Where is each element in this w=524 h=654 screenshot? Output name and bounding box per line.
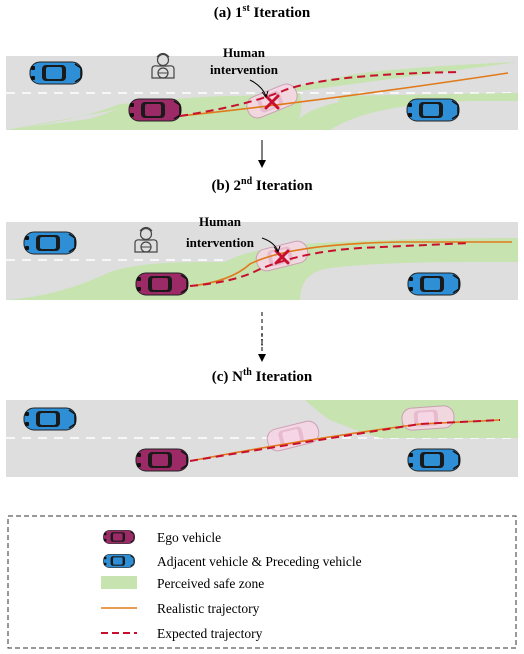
panel-a-ego-vehicle-icon xyxy=(128,98,182,122)
panel-b-title: (b) 2nd Iteration xyxy=(211,176,313,194)
legend-ego-car-icon xyxy=(102,529,136,545)
panel-a-intervention-mark-icon xyxy=(264,94,280,110)
panel-b-annotation-arrow xyxy=(261,237,279,252)
panel-a-expected-trajectory xyxy=(179,71,461,117)
panel-a-annotation-arrow xyxy=(249,79,267,97)
panel-b-expected-trajectory xyxy=(189,242,471,287)
legend-label-safe-zone: Perceived safe zone xyxy=(157,576,264,591)
panel-b-intervention-mark-icon xyxy=(274,249,290,265)
panel-a-realistic-trajectory xyxy=(179,72,509,117)
legend-label-expected: Expected trajectory xyxy=(157,626,263,641)
panel-c-ghost-vehicle-2-icon xyxy=(400,404,456,432)
panel-b-adjacent-vehicle-icon xyxy=(23,231,77,255)
panel-b-annotation-line2: intervention xyxy=(186,235,255,250)
panel-a-safe-zone-right xyxy=(330,93,518,130)
panel-a-annotation-line2: intervention xyxy=(210,62,279,77)
legend-item-realistic: Realistic trajectory xyxy=(101,601,260,616)
legend-safe-zone-swatch xyxy=(101,576,137,589)
panel-c-adjacent-vehicle-icon xyxy=(23,407,77,431)
panel-a-adjacent-vehicle-icon xyxy=(29,61,83,85)
panel-c-preceding-vehicle-icon xyxy=(407,448,461,472)
panel-a-annotation-line1: Human xyxy=(223,45,266,60)
legend-label-ego: Ego vehicle xyxy=(157,530,221,545)
panel-c-expected-trajectory xyxy=(189,419,501,462)
panel-a-title: (a) 1st Iteration xyxy=(214,3,311,21)
legend-item-expected: Expected trajectory xyxy=(101,626,263,641)
panel-b-preceding-vehicle-icon xyxy=(407,272,461,296)
panel-b-ego-vehicle-icon xyxy=(135,272,189,296)
panel-c-ego-vehicle-icon xyxy=(135,448,189,472)
legend-item-safe-zone: Perceived safe zone xyxy=(101,576,264,591)
panel-b-realistic-trajectory xyxy=(189,241,512,287)
legend-label-adjacent: Adjacent vehicle & Preceding vehicle xyxy=(157,554,362,569)
iteration-ellipsis: ⋮ xyxy=(255,333,269,348)
legend-item-adjacent: Adjacent vehicle & Preceding vehicle xyxy=(102,553,362,569)
panel-b-annotation-line1: Human xyxy=(199,214,242,229)
legend-label-realistic: Realistic trajectory xyxy=(157,601,260,616)
legend-item-ego: Ego vehicle xyxy=(102,529,221,545)
arrow-a-to-b xyxy=(258,140,266,168)
arrow-b-to-c xyxy=(258,312,266,362)
panel-c-title: (c) Nth Iteration xyxy=(212,367,313,385)
legend-blue-car-icon xyxy=(102,553,136,569)
panel-a-preceding-vehicle-icon xyxy=(406,98,460,122)
